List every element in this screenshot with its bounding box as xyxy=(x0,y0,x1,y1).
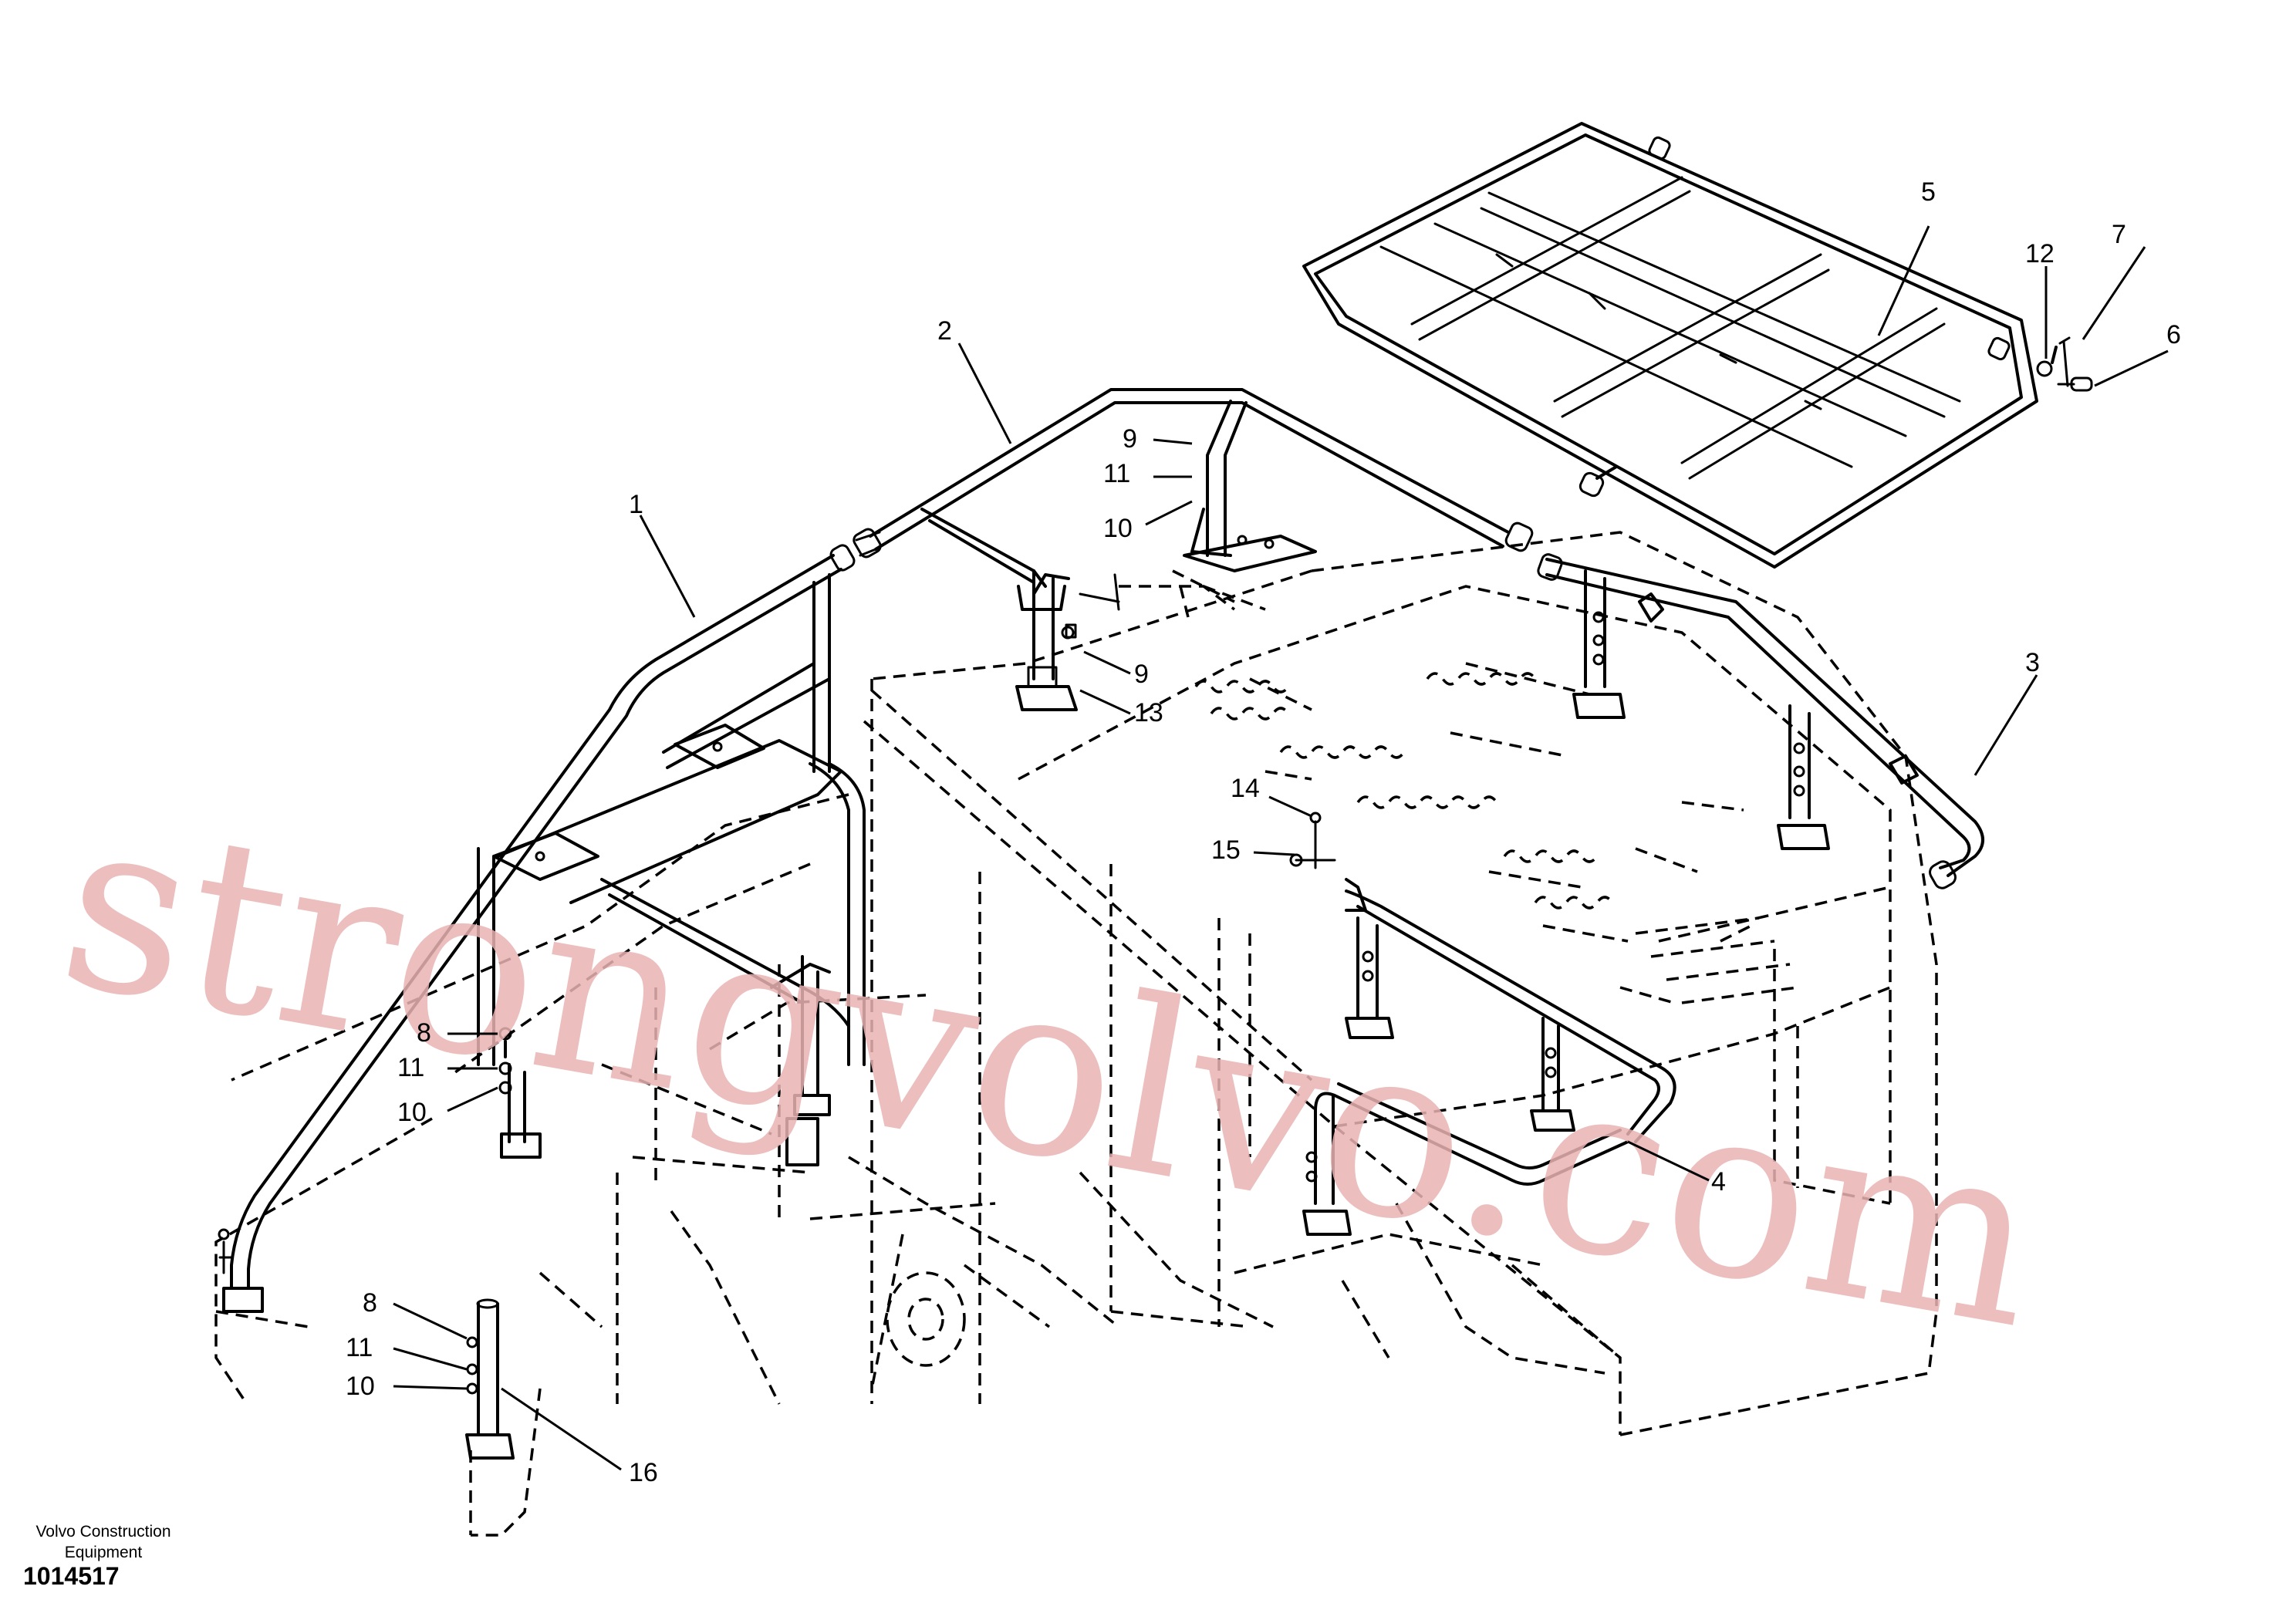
callout-9-top: 9 xyxy=(1123,424,1137,454)
handrail-part-2 xyxy=(853,388,1534,711)
callout-3: 3 xyxy=(2025,648,2040,677)
right-rail-part-3 xyxy=(1537,553,1984,889)
callout-1: 1 xyxy=(629,490,643,519)
brand-line-1: Volvo Construction xyxy=(35,1523,171,1541)
callout-12: 12 xyxy=(2025,239,2055,268)
brand-caption: Volvo Construction Equipment xyxy=(19,1521,188,1563)
machine-body-outline xyxy=(214,531,1938,1537)
diagram-part-number: 1014517 xyxy=(23,1562,120,1590)
callout-13: 13 xyxy=(1134,698,1163,727)
watermark-text: strongvolvo.com xyxy=(44,761,2058,1382)
left-bracket-assembly xyxy=(492,724,866,1166)
callout-10-bottom: 10 xyxy=(346,1372,375,1401)
callout-8-bottom: 8 xyxy=(363,1288,377,1318)
left-rail-part-1 xyxy=(218,544,856,1313)
callout-8-left: 8 xyxy=(417,1018,431,1048)
grille-frame-part-5 xyxy=(1302,122,2038,569)
fasteners-6-7-12 xyxy=(2036,336,2093,392)
callout-11-top: 11 xyxy=(1103,459,1130,488)
callout-5: 5 xyxy=(1921,177,1936,207)
callout-2: 2 xyxy=(937,316,952,346)
callout-10-left: 10 xyxy=(397,1098,427,1127)
watermark: strongvolvo.com xyxy=(44,761,2058,1382)
brand-line-2: Equipment xyxy=(64,1544,143,1561)
post-part-16 xyxy=(465,1298,515,1460)
leader-lines xyxy=(393,225,2169,1471)
callout-4: 4 xyxy=(1711,1167,1726,1196)
rear-rail-part-4 xyxy=(1302,878,1676,1236)
callout-10-top: 10 xyxy=(1103,514,1133,543)
callout-15: 15 xyxy=(1211,835,1241,865)
callout-7: 7 xyxy=(2112,220,2126,249)
callout-14: 14 xyxy=(1231,774,1260,803)
bolts-14-15 xyxy=(1289,812,1336,869)
callout-9-mid: 9 xyxy=(1134,660,1149,689)
engine-cover-grille xyxy=(1194,672,1798,1004)
callout-11-left: 11 xyxy=(397,1053,424,1082)
callout-11-bottom: 11 xyxy=(346,1333,373,1362)
callout-16: 16 xyxy=(629,1458,658,1487)
callout-6: 6 xyxy=(2166,320,2181,349)
callout-labels: 1 2 3 4 5 6 7 12 9 11 10 9 13 14 15 8 11… xyxy=(346,177,2181,1487)
